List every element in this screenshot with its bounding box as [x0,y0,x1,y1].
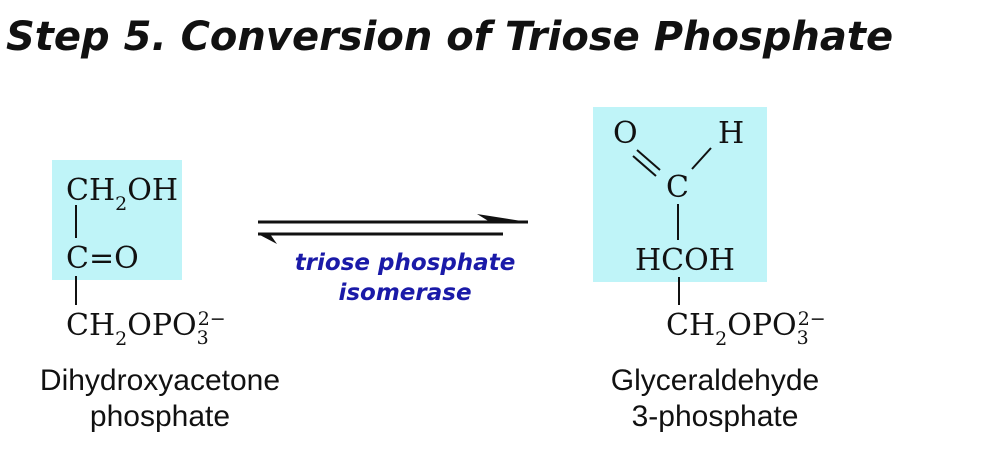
double-bond-line [632,155,657,177]
reactant-ch2oh: CH2OH [66,173,178,215]
reactant-ch2opo3: CH2OPO32− [66,308,226,350]
bond-line [691,147,712,170]
product-name-line2: 3-phosphate [632,400,799,433]
enzyme-name-line2: isomerase [338,280,471,306]
reactant-highlight-box [52,160,182,280]
product-hcoh: HCOH [635,243,735,278]
product-carbon: C [666,170,689,205]
product-ch2opo3: CH2OPO32− [666,308,826,350]
product-name-line1: Glyceraldehyde [611,364,819,397]
reverse-arrowhead [258,234,277,244]
product-oxygen: O [613,116,638,151]
equilibrium-arrows [258,214,528,244]
reactant-name-line1: Dihydroxyacetone [40,364,280,397]
diagram-title: Step 5. Conversion of Triose Phosphate [6,14,893,60]
forward-arrowhead [477,214,528,222]
double-bond-line [636,149,661,171]
reactant-carbonyl: C=O [66,241,139,276]
product-hydrogen: H [718,116,744,151]
reactant-name-line2: phosphate [90,400,230,433]
product-highlight-box [593,107,767,282]
enzyme-name-line1: triose phosphate [295,250,516,276]
